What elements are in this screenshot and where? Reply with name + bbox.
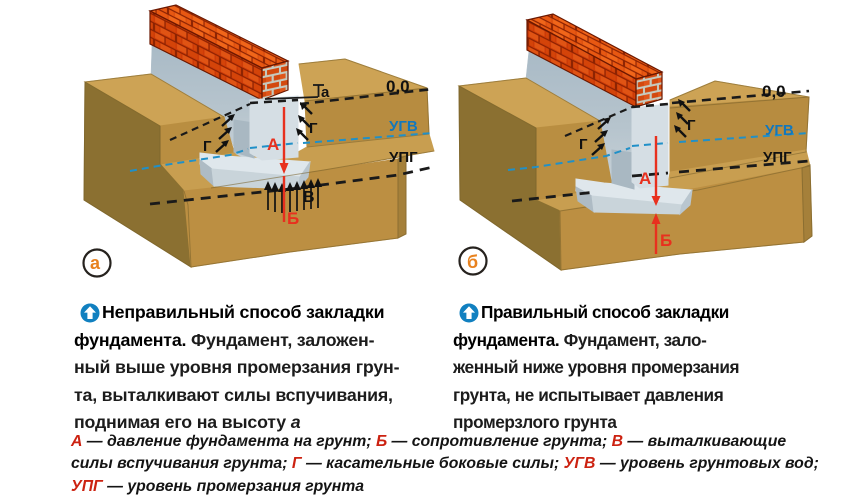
svg-text:Б: Б	[287, 209, 299, 228]
svg-text:а: а	[90, 253, 101, 273]
svg-text:УГВ: УГВ	[389, 118, 418, 135]
svg-text:УГВ: УГВ	[765, 122, 794, 139]
svg-text:а: а	[321, 84, 330, 101]
svg-text:Г: Г	[579, 136, 588, 153]
svg-text:0,0: 0,0	[762, 82, 786, 101]
svg-text:В: В	[303, 189, 315, 206]
svg-text:УПГ: УПГ	[389, 149, 418, 166]
svg-text:Г: Г	[309, 120, 318, 137]
svg-text:0,0: 0,0	[386, 77, 410, 96]
svg-text:Б: Б	[660, 231, 672, 250]
svg-text:Г: Г	[203, 138, 212, 155]
svg-text:А: А	[267, 135, 279, 154]
svg-text:Г: Г	[687, 117, 696, 134]
svg-text:б: б	[467, 252, 478, 272]
svg-text:УПГ: УПГ	[763, 149, 792, 166]
svg-text:А: А	[639, 169, 651, 188]
